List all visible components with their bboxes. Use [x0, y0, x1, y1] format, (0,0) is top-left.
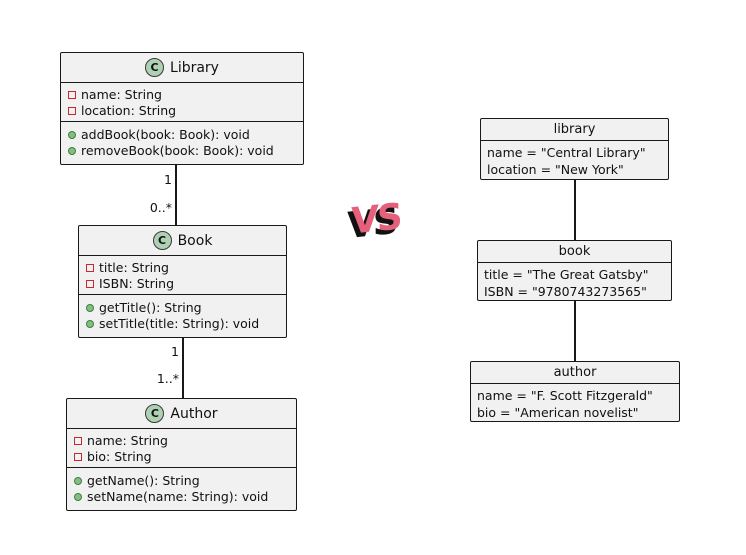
- edge-object-book-author: [574, 301, 576, 361]
- field-text: bio: String: [87, 449, 152, 464]
- edge-book-author: [182, 338, 184, 398]
- field-text: name: String: [81, 87, 162, 102]
- method-text: addBook(book: Book): void: [81, 127, 250, 142]
- method-row: addBook(book: Book): void: [68, 127, 296, 143]
- field-text: title: String: [99, 260, 169, 275]
- field-row: name: String: [74, 433, 289, 449]
- class-fields-author: name: String bio: String: [67, 429, 296, 468]
- field-row: location: String: [68, 103, 296, 119]
- object-name: book: [478, 241, 671, 263]
- slot-text: location = "New York": [487, 162, 624, 177]
- object-box-author: author name = "F. Scott Fitzgerald" bio …: [470, 361, 680, 422]
- field-row: name: String: [68, 87, 296, 103]
- vs-label: VS: [351, 196, 401, 243]
- multiplicity-author-end: 1..*: [156, 371, 179, 386]
- multiplicity-library-end: 1: [164, 172, 172, 187]
- private-field-icon: [74, 453, 82, 461]
- public-method-icon: [86, 304, 94, 312]
- private-field-icon: [86, 264, 94, 272]
- field-row: ISBN: String: [86, 276, 279, 292]
- object-box-library: library name = "Central Library" locatio…: [480, 118, 669, 180]
- method-row: removeBook(book: Book): void: [68, 143, 296, 159]
- class-methods-author: getName(): String setName(name: String):…: [67, 468, 296, 505]
- method-text: getName(): String: [87, 473, 200, 488]
- method-row: getName(): String: [74, 473, 289, 489]
- slot-text: title = "The Great Gatsby": [484, 267, 649, 282]
- object-box-book: book title = "The Great Gatsby" ISBN = "…: [477, 240, 672, 301]
- class-circle-icon: C: [152, 231, 172, 250]
- object-slots-book: title = "The Great Gatsby" ISBN = "97807…: [478, 263, 671, 300]
- class-box-author: C Author name: String bio: String getNam…: [66, 398, 297, 511]
- method-text: setTitle(title: String): void: [99, 316, 260, 331]
- class-name: Book: [177, 232, 213, 249]
- class-box-library: C Library name: String location: String …: [60, 52, 304, 165]
- class-circle-icon: C: [145, 58, 165, 77]
- public-method-icon: [86, 320, 94, 328]
- method-text: getTitle(): String: [99, 300, 202, 315]
- class-title-author: C Author: [67, 399, 296, 429]
- field-text: name: String: [87, 433, 168, 448]
- private-field-icon: [68, 107, 76, 115]
- public-method-icon: [68, 131, 76, 139]
- class-name: Library: [170, 59, 219, 76]
- slot-text: bio = "American novelist": [477, 405, 639, 420]
- object-slots-author: name = "F. Scott Fitzgerald" bio = "Amer…: [471, 384, 679, 421]
- class-box-book: C Book title: String ISBN: String getTit…: [78, 225, 287, 338]
- private-field-icon: [74, 437, 82, 445]
- slot-text: ISBN = "9780743273565": [484, 284, 647, 299]
- class-methods-library: addBook(book: Book): void removeBook(boo…: [61, 122, 303, 159]
- method-text: removeBook(book: Book): void: [81, 143, 274, 158]
- object-name: library: [481, 119, 668, 141]
- edge-library-book: [175, 164, 177, 225]
- multiplicity-book-source-end: 1: [171, 344, 179, 359]
- method-row: setTitle(title: String): void: [86, 316, 279, 332]
- edge-object-library-book: [574, 180, 576, 240]
- public-method-icon: [74, 493, 82, 501]
- class-title-library: C Library: [61, 53, 303, 83]
- class-methods-book: getTitle(): String setTitle(title: Strin…: [79, 295, 286, 332]
- class-name: Author: [170, 405, 218, 422]
- method-row: setName(name: String): void: [74, 489, 289, 505]
- slot-text: name = "Central Library": [487, 145, 646, 160]
- private-field-icon: [68, 91, 76, 99]
- object-name: author: [471, 362, 679, 384]
- class-fields-book: title: String ISBN: String: [79, 256, 286, 295]
- field-text: location: String: [81, 103, 177, 118]
- field-row: bio: String: [74, 449, 289, 465]
- class-title-book: C Book: [79, 226, 286, 256]
- multiplicity-book-end: 0..*: [149, 200, 172, 215]
- field-text: ISBN: String: [99, 276, 175, 291]
- private-field-icon: [86, 280, 94, 288]
- public-method-icon: [74, 477, 82, 485]
- object-slots-library: name = "Central Library" location = "New…: [481, 141, 668, 178]
- method-row: getTitle(): String: [86, 300, 279, 316]
- slot-text: name = "F. Scott Fitzgerald": [477, 388, 653, 403]
- class-circle-icon: C: [145, 404, 165, 423]
- field-row: title: String: [86, 260, 279, 276]
- class-fields-library: name: String location: String: [61, 83, 303, 122]
- public-method-icon: [68, 147, 76, 155]
- method-text: setName(name: String): void: [87, 489, 269, 504]
